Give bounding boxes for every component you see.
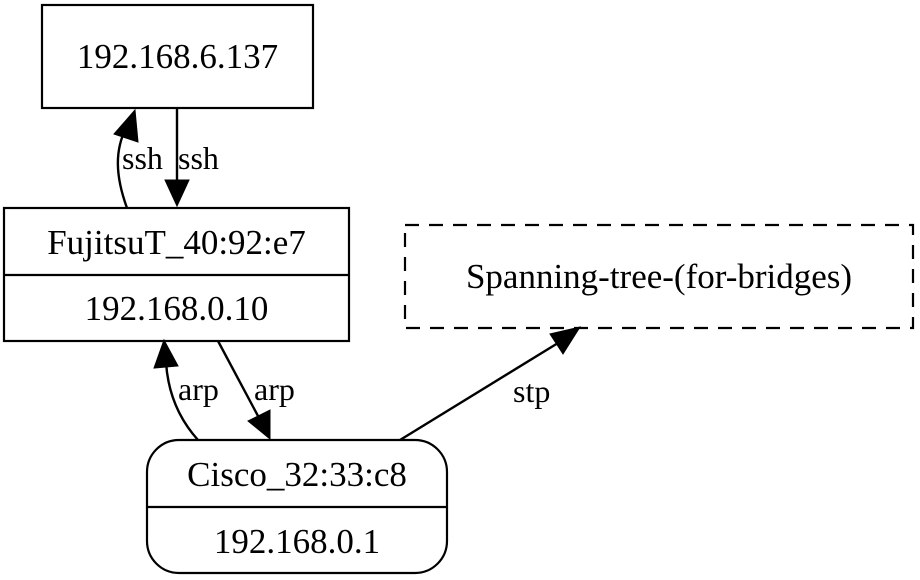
edge-ssh-host-to-fujitsu: ssh	[164, 108, 219, 208]
edge-stp-label: stp	[513, 373, 550, 409]
node-fujitsu-ip: 192.168.0.10	[85, 289, 269, 328]
node-fujitsu-name: FujitsuT_40:92:e7	[47, 223, 306, 262]
edge-arp-cisco-to-fujitsu: arp	[153, 338, 219, 441]
node-cisco-name: Cisco_32:33:c8	[187, 455, 407, 494]
node-host-192-168-6-137[interactable]: 192.168.6.137	[40, 3, 315, 110]
edge-arp-label-1: arp	[178, 371, 219, 407]
node-cisco-ip: 192.168.0.1	[214, 522, 380, 561]
node-fujitsu[interactable]: FujitsuT_40:92:e7 192.168.0.10	[2, 206, 351, 343]
node-host-label: 192.168.6.137	[77, 37, 278, 76]
edge-ssh-fujitsu-to-host: ssh	[113, 108, 163, 209]
node-spanning-tree-label: Spanning-tree-(for-bridges)	[466, 257, 852, 296]
edge-ssh-label-2: ssh	[178, 140, 219, 176]
edge-ssh-label-1: ssh	[122, 140, 163, 176]
edge-arp-fujitsu-to-cisco: arp	[216, 340, 295, 441]
node-spanning-tree[interactable]: Spanning-tree-(for-bridges)	[403, 223, 915, 330]
edge-stp-cisco-to-spanning-tree: stp	[399, 326, 582, 442]
node-cisco[interactable]: Cisco_32:33:c8 192.168.0.1	[145, 438, 449, 575]
edge-arp-label-2: arp	[254, 371, 295, 407]
